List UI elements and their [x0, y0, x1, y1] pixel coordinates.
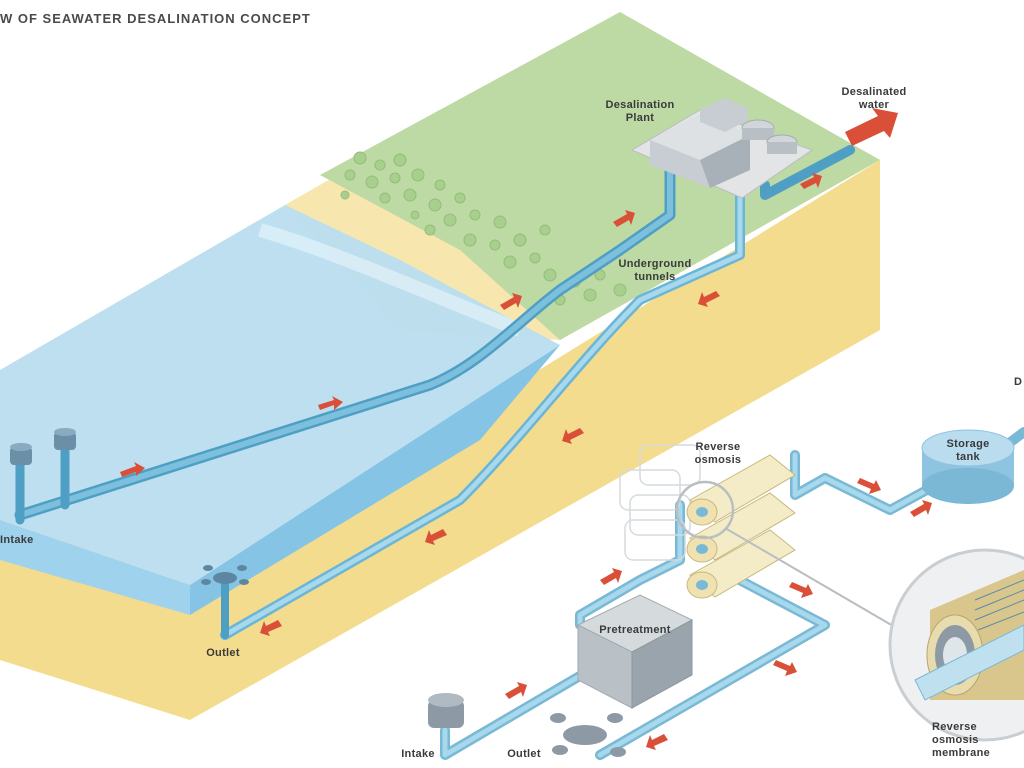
intake-head-bottom [428, 693, 464, 728]
sea-side-face [190, 345, 560, 615]
ro-membrane-label: Reverse osmosis membrane [932, 721, 991, 759]
outlet-diffuser [201, 565, 249, 585]
cut-off-label-d: D [1014, 376, 1023, 388]
storage-tank-label: Storage tank [946, 438, 990, 463]
pretreatment-box [576, 594, 694, 709]
reverse-osmosis-label: Reverse osmosis [694, 441, 742, 466]
outlet-label-top: Outlet [206, 647, 240, 659]
diagram-title: W OF SEAWATER DESALINATION CONCEPT [0, 11, 311, 26]
desalination-plant-label: Desalination Plant [605, 99, 675, 124]
wave-highlight [258, 223, 523, 337]
pipes-top [14, 145, 855, 640]
ro-vessel-1 [686, 454, 796, 526]
desalination-plant [630, 98, 814, 199]
underground-tunnels-label: Underground tunnels [618, 258, 692, 283]
flow-arrows-top [120, 173, 822, 636]
ro-callout-line [724, 527, 901, 631]
sea [0, 205, 560, 615]
outlet-tunnel-inner [222, 187, 743, 638]
shrubs [340, 151, 627, 306]
product-pipe [760, 145, 855, 200]
storage-tank [921, 429, 1015, 504]
intake-tunnel-inner [17, 162, 673, 518]
ro-vessels [619, 444, 901, 631]
desalinated-water-arrow [845, 108, 898, 146]
flow-arrows-bottom [505, 478, 932, 750]
sea-front-face [0, 520, 190, 615]
ro-vessel-3 [686, 529, 796, 599]
outlet-diffuser-bottom [550, 713, 626, 757]
ro-magnify-circle [675, 480, 735, 540]
intake-label-bottom: Intake [401, 748, 435, 760]
ro-vessel-2 [686, 492, 796, 563]
membrane-cutaway [888, 548, 1024, 742]
outlet-label-bottom: Outlet [507, 748, 541, 760]
sea-top [0, 205, 560, 585]
intake-label-top: Intake [0, 534, 34, 546]
grass-top [320, 12, 880, 340]
pipes-bottom [440, 427, 1024, 760]
desalinated-water-label: Desalinated water [841, 86, 907, 111]
pretreatment-label: Pretreatment [599, 624, 671, 636]
intake-heads [10, 428, 76, 465]
